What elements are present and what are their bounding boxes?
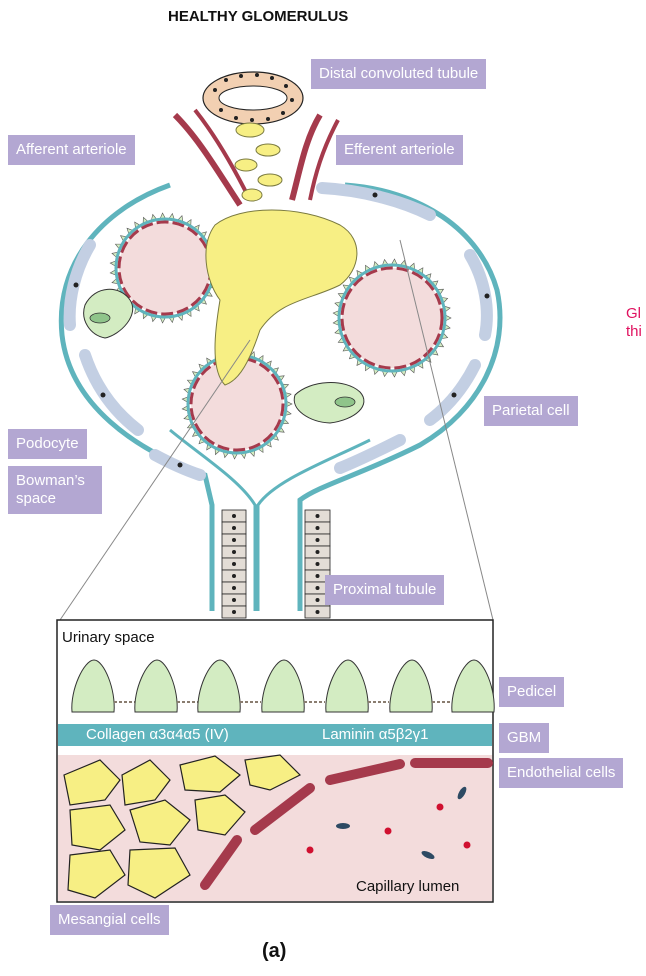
label-mesangial-cells: Mesangial cells — [50, 905, 169, 935]
figure-title: HEALTHY GLOMERULUS — [168, 8, 646, 25]
proximal-tubule — [222, 510, 330, 618]
label-podocyte: Podocyte — [8, 429, 87, 459]
cutoff-text-line-2: thi — [626, 323, 642, 341]
inset-urinary-space: Urinary space — [62, 629, 155, 646]
label-proximal-tubule: Proximal tubule — [325, 575, 444, 605]
label-gbm: GBM — [499, 723, 549, 753]
inset-collagen-label: Collagen α3α4α5 (IV) — [86, 726, 229, 743]
distal-tubule — [203, 72, 303, 124]
label-distal-tubule: Distal convoluted tubule — [311, 59, 486, 89]
label-bowmans-space: Bowman’s space — [8, 466, 102, 514]
label-pedicel: Pedicel — [499, 677, 564, 707]
label-afferent-arteriole: Afferent arteriole — [8, 135, 135, 165]
inset-capillary-lumen: Capillary lumen — [356, 878, 459, 895]
inset-detail — [57, 620, 494, 902]
inset-laminin-label: Laminin α5β2γ1 — [322, 726, 429, 743]
capillary-loop-2 — [333, 259, 451, 377]
label-endothelial-cells: Endothelial cells — [499, 758, 623, 788]
label-parietal-cell: Parietal cell — [484, 396, 578, 426]
figure-caption: (a) — [262, 940, 286, 963]
label-efferent-arteriole: Efferent arteriole — [336, 135, 463, 165]
cutoff-text-line-1: Gl — [626, 305, 641, 323]
